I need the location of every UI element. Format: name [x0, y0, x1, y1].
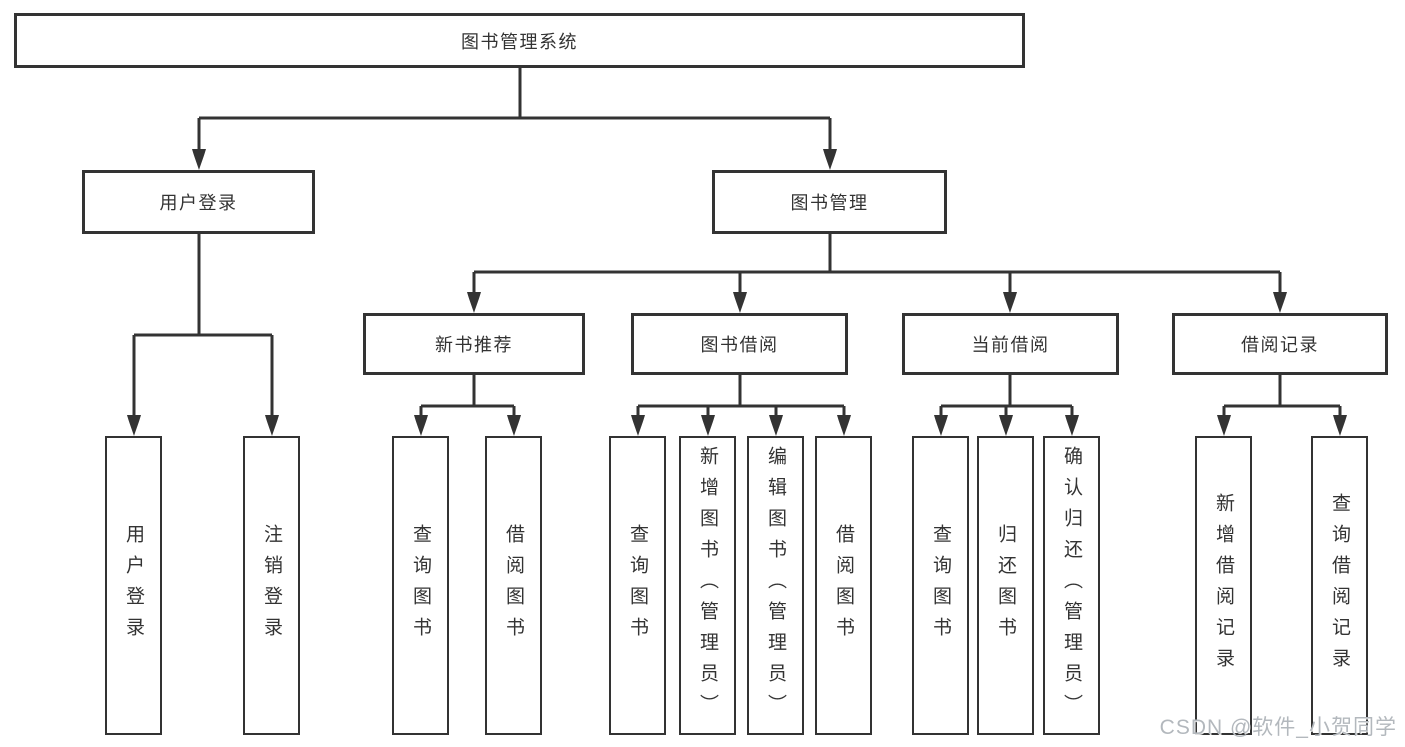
leaf-return-books: 归还图书	[977, 436, 1034, 735]
node-label: 图书管理	[790, 193, 869, 213]
node-label: 借阅图书	[833, 523, 854, 648]
node-label: 查询图书	[627, 523, 648, 648]
csdn-watermark: CSDN @软件_小贺同学	[1159, 716, 1397, 739]
node-current-borrow: 当前借阅	[902, 313, 1119, 375]
leaf-borrow-books-recommend: 借阅图书	[485, 436, 542, 735]
node-user-login: 用户登录	[82, 170, 315, 234]
leaf-logout: 注销登录	[243, 436, 300, 735]
leaf-query-books-recommend: 查询图书	[392, 436, 449, 735]
node-label: 编辑图书（管理员）	[765, 446, 786, 725]
node-label: 借阅图书	[503, 523, 524, 648]
node-label: 用户登录	[159, 193, 238, 213]
leaf-add-books-admin: 新增图书（管理员）	[679, 436, 736, 735]
node-label: 图书借阅	[700, 335, 779, 355]
node-label: 图书管理系统	[461, 31, 578, 52]
leaf-query-borrow-record: 查询借阅记录	[1311, 436, 1368, 735]
node-label: 查询借阅记录	[1329, 492, 1350, 679]
node-label: 归还图书	[995, 523, 1016, 648]
node-borrow-records: 借阅记录	[1172, 313, 1388, 375]
node-label: 查询图书	[410, 523, 431, 648]
node-label: 查询图书	[930, 523, 951, 648]
node-label: 新增借阅记录	[1213, 492, 1234, 679]
leaf-confirm-return-admin: 确认归还（管理员）	[1043, 436, 1100, 735]
node-new-book-recommend: 新书推荐	[363, 313, 585, 375]
node-label: 用户登录	[123, 523, 144, 648]
leaf-edit-books-admin: 编辑图书（管理员）	[747, 436, 804, 735]
node-book-management: 图书管理	[712, 170, 947, 234]
leaf-borrow-books: 借阅图书	[815, 436, 872, 735]
node-label: 新增图书（管理员）	[697, 446, 718, 725]
leaf-query-books-current: 查询图书	[912, 436, 969, 735]
node-book-borrow: 图书借阅	[631, 313, 848, 375]
node-label: 注销登录	[261, 523, 282, 648]
node-label: 借阅记录	[1241, 335, 1319, 355]
leaf-query-books-borrow: 查询图书	[609, 436, 666, 735]
node-label: 确认归还（管理员）	[1061, 446, 1082, 725]
node-label: 当前借阅	[971, 335, 1050, 355]
leaf-add-borrow-record: 新增借阅记录	[1195, 436, 1252, 735]
node-label: 新书推荐	[435, 335, 513, 355]
leaf-user-login: 用户登录	[105, 436, 162, 735]
node-root-system: 图书管理系统	[14, 13, 1025, 68]
